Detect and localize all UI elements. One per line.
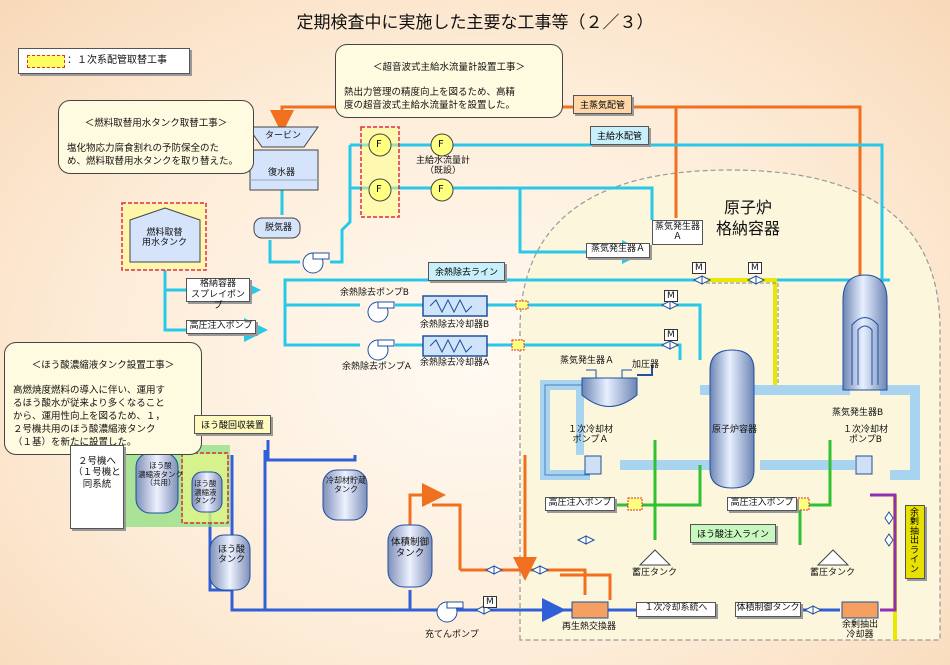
f-label-1: F (376, 139, 382, 150)
boric-recovery-tag: ほう酸回収装置 (194, 415, 272, 434)
callout-boric-tank: ＜ほう酸濃縮液タンク設置工事＞ 高燃焼度燃料の導入に伴い、運用す るほう酸水が従… (4, 342, 202, 455)
rcp-b (855, 455, 873, 475)
vct-label: 体積制御 タンク (391, 537, 430, 559)
callout-boric-tank-body: 高燃焼度燃料の導入に伴い、運用す るほう酸水が従来より多くなること から、運用性… (13, 385, 166, 448)
hp-pump-left-box: 高圧注入ポンプ (186, 320, 256, 334)
unit2-box: ２号機へ （１号機と 同系統 (70, 445, 124, 529)
callout-boric-tank-title: ＜ほう酸濃縮液タンク設置工事＞ (31, 359, 175, 371)
sg-a-line-box: 蒸気発生器Ａ (586, 243, 650, 258)
existing-flow-meter-2 (430, 178, 454, 202)
conc-tank (191, 471, 223, 513)
f-label-3: F (438, 139, 444, 150)
ultrasonic-flow-meter-2 (368, 178, 392, 202)
condensate-pump (302, 252, 330, 274)
f-label-4: F (438, 184, 444, 195)
charging-pump-label: 充てんポンプ (425, 630, 479, 640)
letdown-line-tag: 余剰抽出ライン (905, 505, 925, 580)
fuel-tank (129, 207, 201, 263)
mov-label-3: M (664, 290, 678, 303)
main-feed-tag: 主給水配管 (590, 126, 650, 145)
turbine-label: タービン (265, 131, 302, 141)
rhr-hx-a-label: 余熱除去冷却器A (420, 358, 490, 368)
callout-fuel-tank-body: 塩化物応力腐食割れの予防保全のた め、燃料取替用水タンクを取り替えた。 (67, 143, 239, 168)
callout-ultrasonic-title: ＜超音波式主給水流量計設置工事＞ (372, 61, 525, 73)
conc-tank-label: ほう酸 濃縮液 タンク (194, 479, 217, 506)
page-title: 定期検査中に実施した主要な工事等（２／３） (296, 13, 654, 33)
hp-pump-a-box: 高圧注入ポンプ (545, 497, 615, 511)
callout-fuel-tank: ＜燃料取替用水タンク取替工事＞ 塩化物応力腐食割れの予防保全のた め、燃料取替用… (58, 100, 254, 175)
sg-a-label: 蒸気発生器Ａ (560, 356, 615, 366)
condenser (249, 149, 319, 191)
callout-ultrasonic-body: 熱出力管理の精度向上を図るため、高精 度の超音波式主給水流量計を設置した。 (344, 87, 516, 112)
accumulator-b (816, 549, 850, 566)
flow-meter-label: 主給水流量計 （既設） (416, 156, 471, 177)
sg-a-top-label: 蒸気発生器 Ａ (652, 220, 704, 245)
mov-label-2: M (748, 262, 762, 275)
rcp-b-label: １次冷却材 ポンプB (843, 425, 889, 446)
callout-ultrasonic: ＜超音波式主給水流量計設置工事＞ 熱出力管理の精度向上を図るため、高精 度の超音… (335, 44, 563, 119)
mov-label-4: M (664, 329, 678, 342)
charging-pump (436, 601, 464, 623)
legend-label: ：１次系配管取替工事 (67, 55, 167, 66)
letdown-cooler (841, 601, 879, 619)
rhr-hx-b-label: 余熱除去冷却器B (420, 320, 490, 330)
callout-fuel-tank-title: ＜燃料取替用水タンク取替工事＞ (84, 117, 228, 129)
regen-hx-label: 再生熱交換器 (562, 622, 617, 632)
f-label-2: F (376, 184, 382, 195)
containment-label: 原子炉 格納容器 (716, 198, 781, 238)
steam-generator-b (842, 274, 888, 391)
spray-pump-box: 格納容器 スプレイポンプ (186, 278, 250, 311)
main-feed-pipe (350, 143, 884, 290)
boric-tank (209, 534, 251, 591)
pressurizer-label: 加圧器 (632, 360, 660, 370)
turbine (247, 126, 319, 148)
rhr-hx-b (422, 295, 488, 317)
rcp-a-label: １次冷却材 ポンプＡ (568, 425, 614, 446)
hp-pump-b-box: 高圧注入ポンプ (727, 497, 797, 511)
accumulator-a (638, 549, 672, 566)
rhr-pump-a (367, 339, 395, 361)
coolant-storage-tank (322, 469, 368, 521)
existing-flow-meter-1 (430, 133, 454, 157)
reactor-vessel-label: 原子炉容器 (712, 425, 758, 435)
deaerator (253, 217, 301, 239)
sg-b-label: 蒸気発生器B (832, 408, 884, 418)
accum-a-label: 蓄圧タンク (632, 568, 678, 578)
rhr-pump-a-label: 余熱除去ポンプA (342, 362, 411, 372)
steam-generator-a (581, 369, 638, 407)
conc-tank-shared-label: ほう酸 濃縮液タンク （共用） (138, 461, 183, 488)
coolant-storage-label: 冷却材貯蔵 タンク (326, 476, 366, 495)
accum-b-label: 蓄圧タンク (810, 568, 856, 578)
rcp-a (584, 455, 602, 475)
deaerator-label: 脱気器 (265, 223, 293, 233)
rhr-hx-a (422, 335, 488, 357)
rhr-pump-b (367, 301, 395, 323)
mov-label-1: M (692, 262, 706, 275)
reactor-vessel (709, 349, 755, 489)
valves (474, 275, 894, 615)
rhr-line-tag: 余熱除去ライン (428, 262, 506, 281)
legend-swatch (27, 55, 65, 68)
ultrasonic-flow-meter-1 (368, 133, 392, 157)
fuel-tank-label: 燃料取替 用水タンク (142, 228, 188, 249)
boric-tank-label: ほう酸 タンク (218, 545, 246, 566)
letdown-cooler-label: 余剰抽出 冷却器 (842, 620, 879, 641)
boric-line-tag: ほう酸注入ライン (690, 524, 777, 543)
main-steam-tag: 主蒸気配管 (573, 95, 633, 114)
legend: ：１次系配管取替工事 (18, 48, 190, 74)
to-primary-box: １次冷却系統へ (636, 602, 716, 617)
regen-hx (571, 601, 609, 619)
rhr-pump-b-label: 余熱除去ポンプB (340, 288, 409, 298)
mov-label-5: M (483, 596, 497, 609)
main-steam-pipe (270, 105, 862, 290)
vct2-box: 体積制御タンク (735, 602, 801, 617)
volume-control-tank (387, 524, 433, 588)
condenser-label: 復水器 (268, 168, 296, 178)
